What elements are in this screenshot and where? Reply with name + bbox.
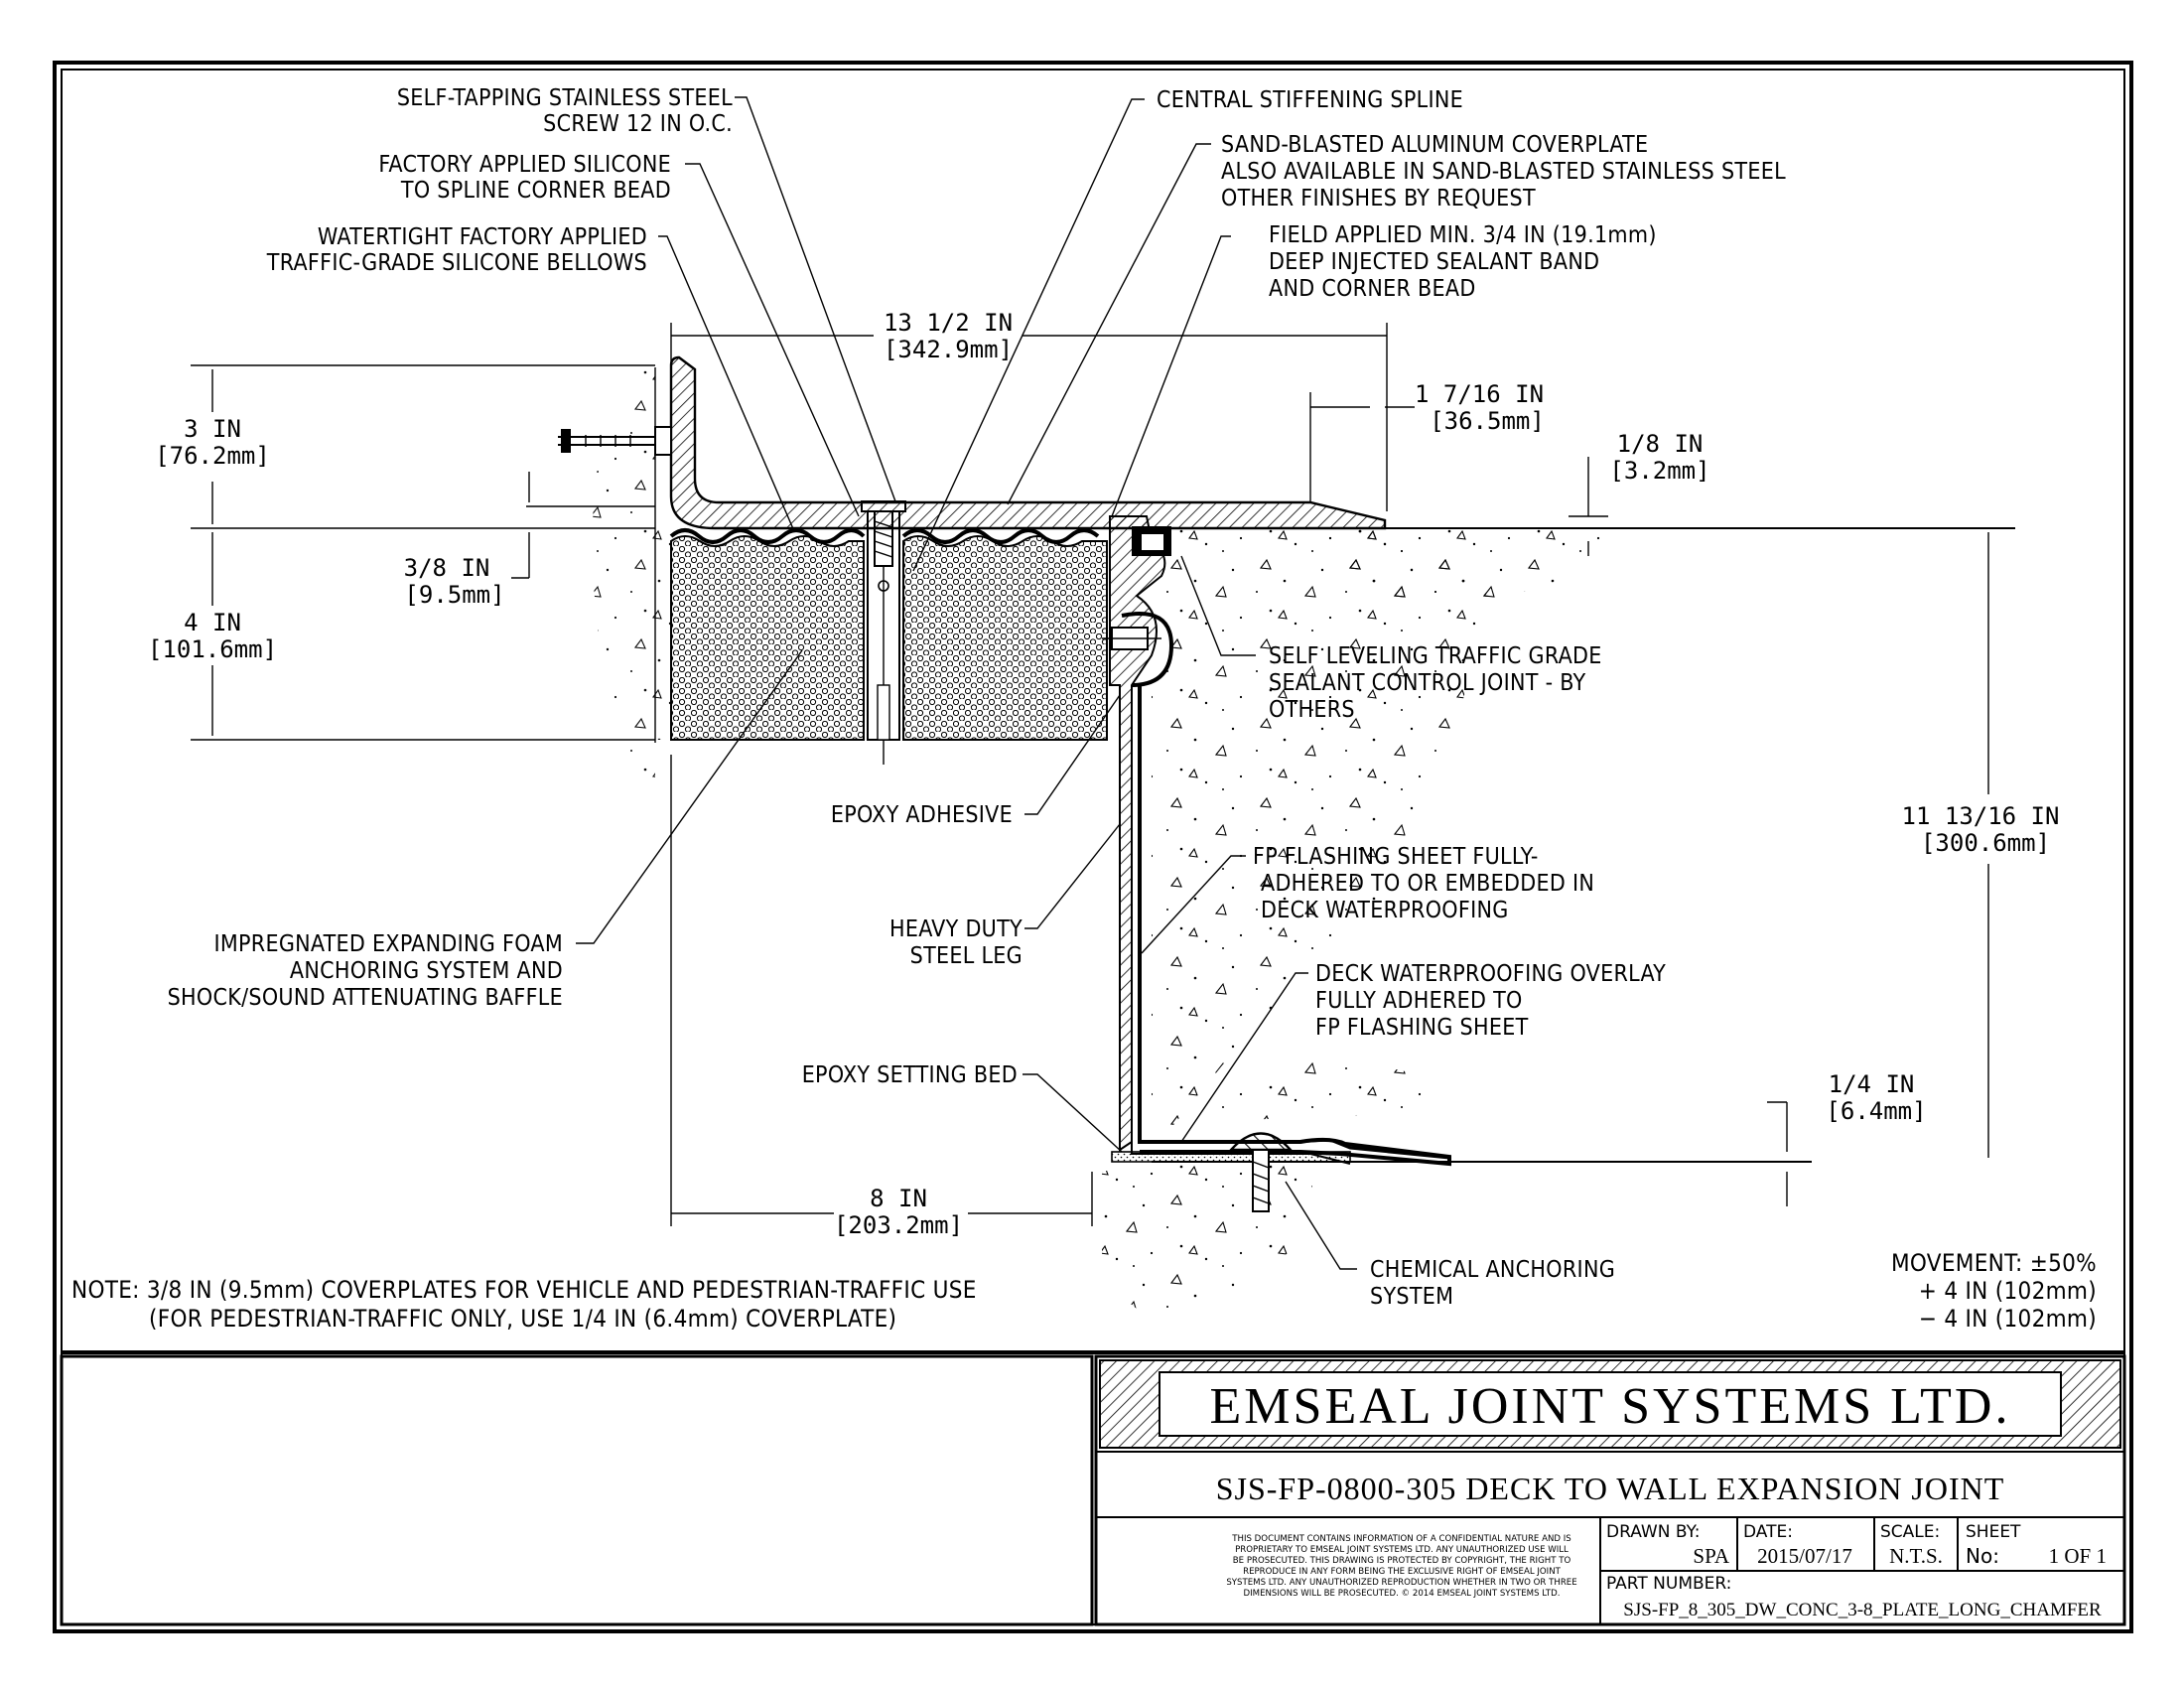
- note-line-2: (FOR PEDESTRIAN-TRAFFIC ONLY, USE 1/4 IN…: [149, 1305, 896, 1333]
- sheet-border-outer: [53, 61, 2133, 1633]
- label-overlay-2: FULLY ADHERED TO: [1315, 988, 1523, 1014]
- dim-foam-depth-mm: [101.6mm]: [148, 635, 277, 663]
- dim-total-height-mm: [300.6mm]: [1921, 829, 2050, 857]
- drawn-by-label: DRAWN BY:: [1606, 1522, 1700, 1542]
- disclaimer-line-4: REPRODUCE IN ANY FORM BEING THE EXCLUSIV…: [1243, 1567, 1562, 1577]
- movement-minus: − 4 IN (102mm): [1919, 1305, 2097, 1333]
- sheet-no-label: No:: [1966, 1544, 1999, 1568]
- concrete-wall-left: [592, 338, 670, 794]
- date-label: DATE:: [1743, 1522, 1793, 1542]
- dim-width-bottom-in: 8 IN: [870, 1185, 927, 1212]
- epoxy-setting-bed: [1111, 1151, 1351, 1163]
- dim-width-top-mm: [342.9mm]: [884, 336, 1013, 363]
- label-anchoring-2: SYSTEM: [1370, 1284, 1453, 1310]
- dim-foam-depth: 4 IN [101.6mm]: [148, 532, 277, 736]
- note-line-1: NOTE: 3/8 IN (9.5mm) COVERPLATES FOR VEH…: [71, 1276, 977, 1304]
- label-flashing-2: ADHERED TO OR EMBEDDED IN: [1261, 871, 1594, 897]
- disclaimer-line-3: BE PROSECUTED. THIS DRAWING IS PROTECTED…: [1233, 1556, 1571, 1566]
- label-coverplate-3: OTHER FINISHES BY REQUEST: [1221, 186, 1536, 211]
- label-bellows-1: WATERTIGHT FACTORY APPLIED: [318, 224, 647, 250]
- label-flashing-3: DECK WATERPROOFING: [1261, 898, 1509, 923]
- coverplate: [669, 355, 1387, 530]
- expanding-foam-left: [670, 535, 865, 741]
- scale-value: N.T.S.: [1889, 1544, 1943, 1568]
- label-overlay-1: DECK WATERPROOFING OVERLAY: [1315, 961, 1666, 987]
- label-sealant-band-3: AND CORNER BEAD: [1269, 276, 1476, 302]
- dim-flange-height-in: 3 IN: [184, 415, 241, 443]
- label-silicone-bead-2: TO SPLINE CORNER BEAD: [400, 178, 671, 204]
- company-name: EMSEAL JOINT SYSTEMS LTD.: [1210, 1378, 2011, 1435]
- disclaimer-line-1: THIS DOCUMENT CONTAINS INFORMATION OF A …: [1231, 1534, 1570, 1544]
- dim-chamfer-in: 1 7/16 IN: [1415, 380, 1544, 408]
- dim-leg-thickness-mm: [6.4mm]: [1826, 1097, 1926, 1125]
- dim-flange-height: 3 IN [76.2mm]: [155, 364, 655, 741]
- label-anchoring-1: CHEMICAL ANCHORING: [1370, 1257, 1615, 1283]
- label-steel-leg-1: HEAVY DUTY: [889, 916, 1023, 942]
- label-foam-3: SHOCK/SOUND ATTENUATING BAFFLE: [168, 985, 563, 1011]
- dim-width-bottom-mm: [203.2mm]: [834, 1211, 963, 1239]
- dim-width-top: 13 1/2 IN [342.9mm]: [670, 309, 1388, 511]
- disclaimer: THIS DOCUMENT CONTAINS INFORMATION OF A …: [1226, 1534, 1576, 1599]
- label-foam-2: ANCHORING SYSTEM AND: [290, 958, 563, 984]
- label-spline: CENTRAL STIFFENING SPLINE: [1157, 87, 1463, 113]
- movement-range: MOVEMENT: ±50%: [1891, 1249, 2097, 1277]
- dim-width-top-in: 13 1/2 IN: [884, 309, 1013, 337]
- sheet-value: 1 OF 1: [2049, 1544, 2107, 1568]
- dim-chamfer-mm: [36.5mm]: [1430, 407, 1545, 435]
- label-bellows-2: TRAFFIC-GRADE SILICONE BELLOWS: [266, 250, 647, 276]
- dim-flange-height-mm: [76.2mm]: [155, 442, 270, 470]
- label-sealant-band-1: FIELD APPLIED MIN. 3/4 IN (19.1mm): [1269, 222, 1657, 248]
- expanding-foam-right: [902, 535, 1108, 741]
- dim-leg-thickness-in: 1/4 IN: [1829, 1070, 1915, 1098]
- drawing-title: SJS-FP-0800-305 DECK TO WALL EXPANSION J…: [1216, 1471, 2005, 1506]
- part-number-value: SJS-FP_8_305_DW_CONC_3-8_PLATE_LONG_CHAM…: [1623, 1600, 2102, 1620]
- sheet-label: SHEET: [1966, 1522, 2021, 1542]
- leader-lines: [576, 96, 1357, 1270]
- label-coverplate-1: SAND-BLASTED ALUMINUM COVERPLATE: [1221, 132, 1648, 158]
- dim-plate-edge-in: 1/8 IN: [1617, 430, 1704, 458]
- dim-leg-thickness: 1/4 IN [6.4mm]: [1767, 1070, 1927, 1206]
- disclaimer-line-5: SYSTEMS LTD. ANY UNAUTHORIZED REPRODUCTI…: [1226, 1578, 1576, 1588]
- dim-foam-depth-in: 4 IN: [184, 609, 241, 636]
- label-control-joint-1: SELF LEVELING TRAFFIC GRADE: [1269, 643, 1602, 669]
- label-control-joint-2: SEALANT CONTROL JOINT - BY: [1269, 670, 1585, 696]
- date-value: 2015/07/17: [1757, 1544, 1852, 1568]
- dim-plate-thickness: 3/8 IN [9.5mm]: [404, 472, 655, 609]
- silicone-bellows: [669, 528, 1100, 544]
- dim-total-height: 11 13/16 IN [300.6mm]: [1902, 532, 2060, 1158]
- label-sealant-band-2: DEEP INJECTED SEALANT BAND: [1269, 249, 1599, 275]
- label-flashing-1: FP FLASHING SHEET FULLY-: [1253, 844, 1539, 870]
- label-control-joint-3: OTHERS: [1269, 697, 1355, 723]
- dim-chamfer: 1 7/16 IN [36.5mm]: [1309, 380, 1545, 501]
- wall-anchor-bolt: [558, 426, 672, 456]
- disclaimer-line-6: DIMENSIONS WILL BE PROSECUTED. © 2014 EM…: [1244, 1589, 1561, 1599]
- dim-plate-thickness-in: 3/8 IN: [404, 554, 490, 582]
- label-coverplate-2: ALSO AVAILABLE IN SAND-BLASTED STAINLESS…: [1221, 159, 1786, 185]
- title-block: EMSEAL JOINT SYSTEMS LTD. SJS-FP-0800-30…: [60, 1354, 2126, 1626]
- label-overlay-3: FP FLASHING SHEET: [1315, 1015, 1529, 1041]
- label-steel-leg-2: STEEL LEG: [910, 943, 1023, 969]
- dim-width-bottom: 8 IN [203.2mm]: [670, 755, 1093, 1239]
- drawn-by-value: SPA: [1693, 1544, 1729, 1568]
- label-foam-1: IMPREGNATED EXPANDING FOAM: [213, 931, 563, 957]
- disclaimer-line-2: PROPRIETARY TO EMSEAL JOINT SYSTEMS LTD.…: [1235, 1545, 1569, 1555]
- chemical-anchor: [1228, 1132, 1450, 1212]
- steel-leg-assembly: [1102, 515, 1174, 1152]
- label-setting-bed: EPOXY SETTING BED: [802, 1062, 1018, 1088]
- label-screw-1: SELF-TAPPING STAINLESS STEEL: [397, 85, 733, 111]
- dim-plate-thickness-mm: [9.5mm]: [404, 581, 504, 609]
- label-screw-2: SCREW 12 IN O.C.: [543, 111, 733, 137]
- label-silicone-bead-1: FACTORY APPLIED SILICONE: [378, 152, 671, 178]
- label-epoxy-adhesive: EPOXY ADHESIVE: [831, 802, 1013, 828]
- movement-plus: + 4 IN (102mm): [1919, 1277, 2097, 1305]
- concrete-deck-slab: [1102, 528, 1618, 1321]
- part-number-label: PART NUMBER:: [1606, 1574, 1731, 1594]
- dim-plate-edge-mm: [3.2mm]: [1609, 457, 1709, 485]
- dim-plate-edge: 1/8 IN [3.2mm]: [1569, 430, 1710, 556]
- scale-label: SCALE:: [1880, 1522, 1940, 1542]
- dim-total-height-in: 11 13/16 IN: [1902, 802, 2060, 830]
